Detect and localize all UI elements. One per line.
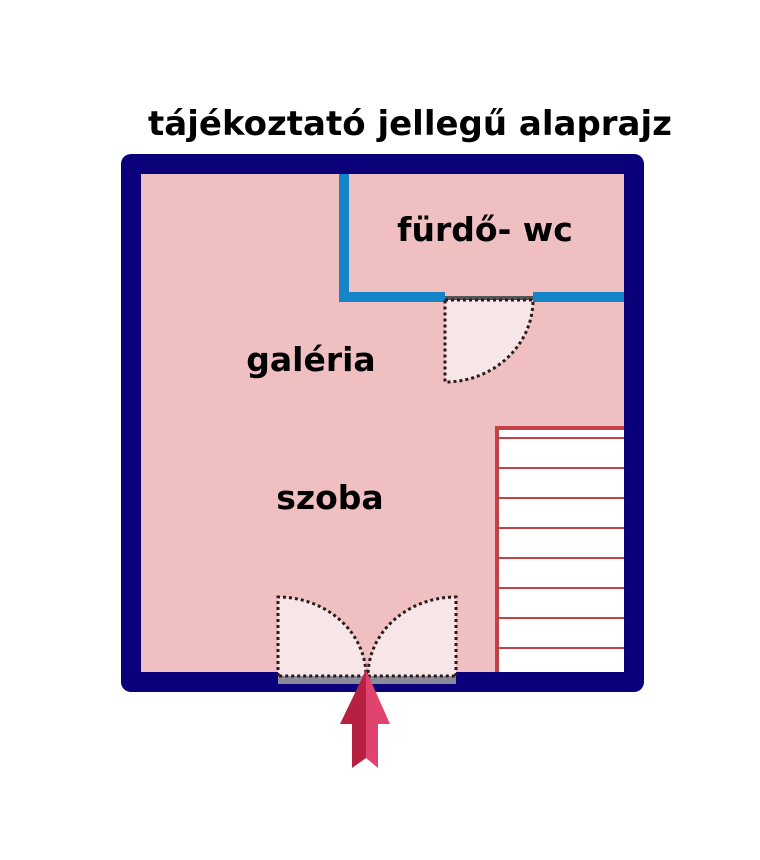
entrance-arrow-left-half bbox=[340, 670, 366, 768]
bathroom-wall-vertical bbox=[339, 174, 349, 302]
stair-area bbox=[497, 428, 624, 672]
room-label-room: szoba bbox=[276, 478, 383, 517]
staircase bbox=[495, 426, 624, 672]
bathroom-door-leaf bbox=[443, 298, 535, 384]
bathroom-door bbox=[443, 292, 535, 384]
entrance-arrow-icon bbox=[340, 670, 390, 768]
entrance-arrow-right-half bbox=[366, 670, 390, 768]
plan-title: tájékoztató jellegű alaprajz bbox=[148, 104, 672, 144]
room-label-gallery: galéria bbox=[246, 340, 375, 379]
room-label-bathroom: fürdő- wc bbox=[397, 210, 573, 249]
entrance-door-leaf-right bbox=[366, 595, 458, 678]
entrance-door-leaf-left bbox=[276, 595, 368, 678]
stair-steps bbox=[497, 437, 624, 649]
